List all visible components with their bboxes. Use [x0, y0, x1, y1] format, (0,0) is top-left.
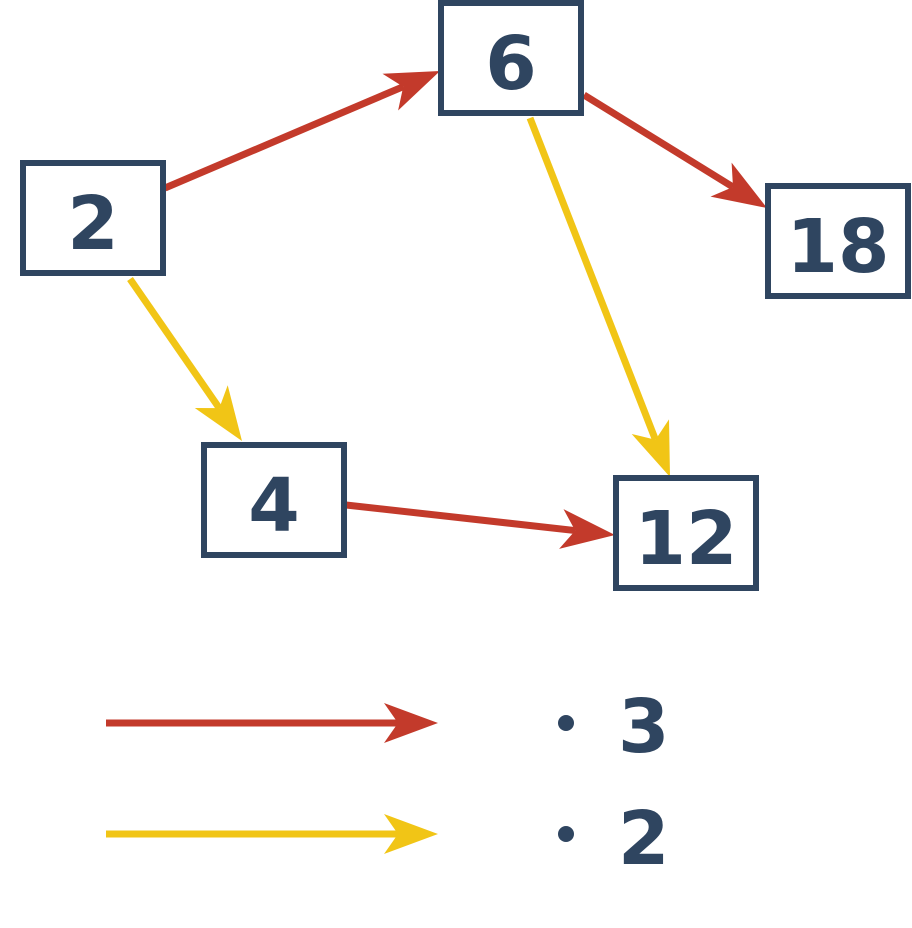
node-4-label: 4 [248, 463, 300, 549]
edge-n4-n12-head [559, 509, 615, 549]
edge-n2-n6 [163, 71, 440, 192]
node-12-label: 12 [635, 496, 738, 582]
edge-n2-n4-head [194, 385, 242, 441]
legend-arrow-yellow [106, 814, 438, 854]
edge-n6-n12-shaft [526, 116, 659, 442]
edges-layer [127, 71, 767, 549]
legend: 3 2 [106, 684, 670, 882]
node-2: 2 [20, 160, 166, 276]
edge-n6-n12 [526, 116, 670, 477]
edge-n6-n12-head [631, 419, 670, 477]
node-12: 12 [613, 475, 759, 591]
edge-n2-n6-shaft [163, 83, 405, 192]
edge-n4-n12-shaft [345, 501, 576, 535]
node-18: 18 [765, 183, 911, 299]
edge-n6-n18-head [710, 162, 767, 208]
edge-n2-n4 [127, 277, 242, 441]
edge-n4-n12 [345, 501, 615, 549]
legend-label-yellow: 2 [618, 796, 670, 882]
legend-arrow-yellow-head [384, 814, 438, 854]
legend-arrow-red [106, 703, 438, 743]
legend-label-red: 3 [618, 684, 670, 770]
node-4: 4 [201, 442, 347, 558]
node-6-label: 6 [485, 21, 537, 107]
edge-n6-n18-shaft [582, 92, 735, 190]
edge-n6-n18 [582, 92, 767, 208]
node-2-label: 2 [67, 181, 119, 267]
legend-bullet-yellow [558, 826, 574, 842]
legend-arrows [106, 703, 438, 854]
node-18-label: 18 [787, 204, 890, 290]
node-6: 6 [438, 0, 584, 116]
edge-n2-n4-shaft [127, 277, 223, 411]
edge-n2-n6-head [382, 71, 440, 111]
legend-bullet-red [558, 715, 574, 731]
legend-arrow-red-head [384, 703, 438, 743]
